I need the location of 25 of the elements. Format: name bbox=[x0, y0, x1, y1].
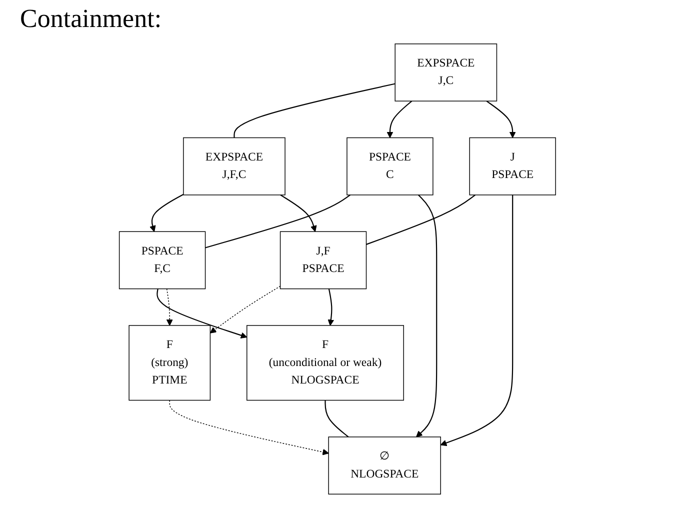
node-box: PSPACE C bbox=[346, 137, 433, 196]
arrow bbox=[209, 286, 280, 334]
connector bbox=[233, 83, 395, 138]
arrow bbox=[440, 194, 513, 446]
arrow bbox=[386, 100, 412, 138]
node-box: F (unconditional or weak) NLOGSPACE bbox=[246, 325, 404, 401]
arrow bbox=[327, 288, 334, 326]
node-box: EXPSPACE J,C bbox=[394, 44, 497, 102]
node-box: F (strong) PTIME bbox=[128, 325, 210, 401]
arrow bbox=[168, 400, 328, 456]
node-box: EXPSPACE J,F,C bbox=[182, 137, 285, 196]
connector bbox=[366, 194, 476, 245]
arrow bbox=[486, 100, 516, 138]
arrow bbox=[416, 194, 437, 438]
arrow bbox=[280, 194, 316, 232]
connector bbox=[324, 400, 348, 438]
diagram-title: Containment: bbox=[19, 3, 163, 35]
node-box: PSPACE F,C bbox=[118, 231, 206, 290]
arrow bbox=[149, 194, 184, 232]
connector bbox=[204, 194, 350, 248]
node-box: J PSPACE bbox=[468, 137, 556, 196]
node-box: ∅ NLOGSPACE bbox=[328, 436, 441, 494]
arrow bbox=[166, 288, 172, 326]
node-box: J,F PSPACE bbox=[279, 231, 366, 290]
arrow bbox=[156, 288, 247, 338]
